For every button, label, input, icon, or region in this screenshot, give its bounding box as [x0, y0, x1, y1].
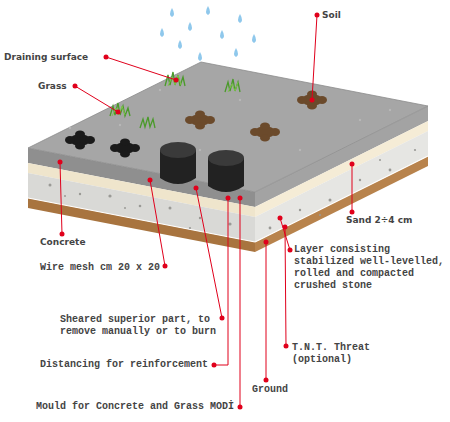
callout-label: Layer consisting stabilized well-levelle… — [294, 244, 446, 292]
callout-label: Soil — [322, 9, 341, 21]
callout-label: Sheared superior part, to remove manuall… — [60, 314, 230, 338]
grass — [110, 72, 240, 128]
soil-patch — [185, 91, 327, 142]
callout-label: T.N.T. Threat (optional) — [292, 342, 376, 366]
top-surface — [28, 62, 428, 192]
mould-opening — [65, 131, 140, 158]
callout-label: Grass — [38, 80, 67, 92]
rain-drop — [160, 6, 256, 61]
callout-label: Ground — [252, 384, 288, 396]
callout-label: Sand 2÷4 cm — [346, 214, 412, 226]
mould-body — [160, 142, 244, 192]
callout-label: Draining surface — [4, 51, 88, 63]
grass — [112, 75, 238, 116]
callout-label: Distancing for reinforcement — [40, 359, 208, 371]
callout-label: Mould for Concrete and Grass MODİ — [36, 401, 234, 413]
callout-label: Concrete — [40, 236, 85, 248]
surface-texture — [69, 89, 391, 151]
callout-label: Wire mesh cm 20 x 20 — [40, 262, 160, 274]
